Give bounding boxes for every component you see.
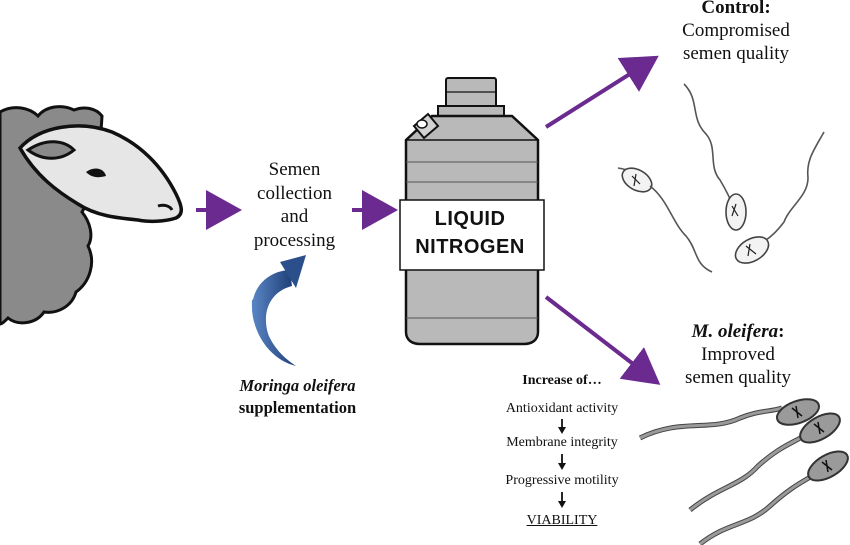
sheep-ear [25,140,77,160]
and-line: and [280,206,309,227]
tank-cap [445,77,497,109]
effect-antioxidant: Antioxidant activity [505,401,619,416]
tank-label-panel [399,199,545,271]
processing-line: processing [253,229,336,251]
treated-title: M. oleifera [691,321,779,342]
treated-sperm-illustration [638,398,849,545]
effect-motility: Progressive motility [505,473,619,488]
sheep-nostril [157,203,174,211]
control-line1: Compromised [682,20,790,41]
treated-outcome-label: M. oleifera: Improved semen quality [638,320,838,389]
semen-line: Semen [268,159,321,180]
treated-title-colon: : [778,321,785,342]
moringa-title: Moringa oleifera [239,376,356,395]
supplementation-label: Moringa oleifera supplementation [210,375,385,419]
semen-collection-label: Semen collection and processing [232,158,357,252]
control-sperm-illustration [617,83,825,273]
arrow-tank-to-moleifera [544,295,661,385]
control-outcome-label: Control: Compromised semen quality [622,0,850,65]
effect-viability: VIABILITY [526,513,598,528]
effects-heading: Increase of… [522,373,602,388]
treated-line2: semen quality [684,367,792,388]
effect-membrane: Membrane integrity [506,435,618,450]
control-line2: semen quality [682,43,790,64]
collection-line: collection [257,182,332,204]
tank-label-line2: NITROGEN [415,236,525,258]
curved-arrow-icon [251,255,306,366]
liquid-nitrogen-tank [399,77,545,346]
sheep-eye [86,168,106,178]
arrow-tank-to-control [544,55,659,129]
tank-label-line1: LIQUID [434,208,506,230]
sheep-illustration [0,105,183,326]
treated-line1: Improved [701,344,775,365]
chain-arrows [558,419,566,508]
control-title: Control: [701,0,771,18]
supplementation-subtitle: supplementation [238,398,357,417]
